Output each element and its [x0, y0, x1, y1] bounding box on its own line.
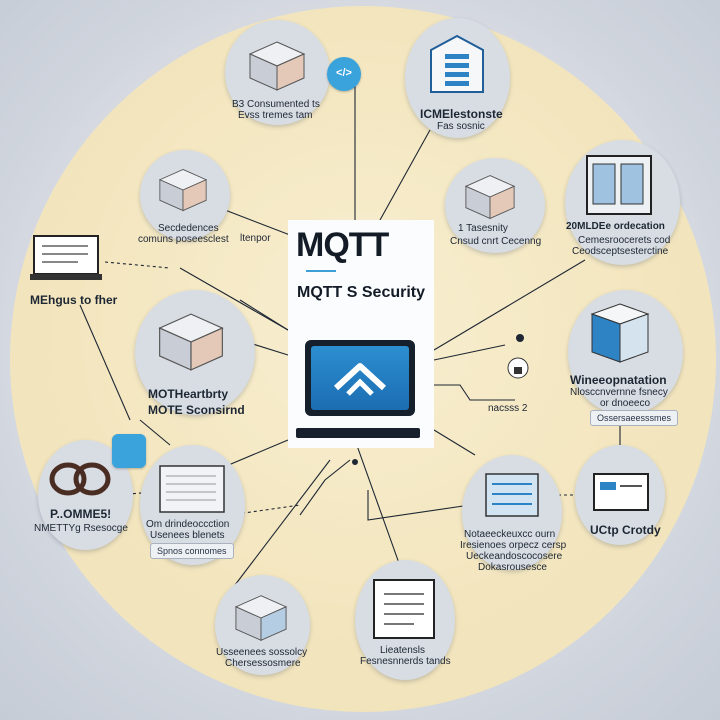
right-upper-caption-2: Cnsud cnrt Cecenng	[450, 236, 542, 247]
link-right-mid	[434, 384, 515, 401]
top-left-caption-1: B3 Consumented ts	[232, 99, 320, 110]
link-lower-right	[433, 429, 476, 456]
computer-screen-icon	[593, 473, 649, 511]
connector-label: nacsss 2	[488, 403, 528, 414]
bottom-left-caption-1: Usseenees sossolcy	[216, 647, 308, 658]
right-mid-caption-1: Wineeopnatation	[570, 373, 667, 387]
lower-left-tag: Spnos connomes	[150, 543, 234, 559]
link-bottom-left	[234, 459, 331, 586]
link-left-laptop-b	[179, 267, 289, 331]
left-bottom-caption-1: P..OMME5!	[50, 507, 112, 521]
house-logo-icon	[333, 363, 387, 396]
link-bottom-center	[354, 439, 406, 581]
chain-links-icon	[49, 462, 111, 496]
server-cube-icon	[248, 41, 306, 91]
right-bottom-caption: UCtp Crotdy	[590, 523, 661, 537]
link-left-laptop	[104, 261, 171, 269]
lower-right-caption-1: Notaeeckeuxcc ourn	[464, 529, 556, 540]
right-upper-caption-1: 1 Tasesnity	[458, 223, 508, 234]
server-cube-icon	[464, 175, 516, 220]
left-upper-caption-1: Secdedences	[158, 223, 219, 234]
right-mid-caption-3: or dnoeeco	[600, 398, 651, 409]
center-dot	[352, 459, 358, 465]
title-accent-line	[306, 270, 336, 272]
bottom-center-caption-1: Lieatensls	[380, 645, 426, 656]
left-bottom-caption-2: NMETTYg Rsesocge	[34, 523, 128, 534]
laptop-screen	[311, 346, 409, 410]
right-mid-caption-2: Nlosccnvernne fsnecy	[570, 387, 668, 398]
server-stack-icon	[158, 313, 224, 371]
code-badge-glyph: </>	[336, 67, 352, 79]
laptop-base	[296, 428, 420, 438]
link-top-right	[379, 129, 431, 221]
left-laptop-caption: MEhgus to fher	[30, 293, 118, 307]
lower-right-caption-4: Dokasrousesce	[478, 562, 547, 573]
left-mid-caption-1: MOTHeartbrty	[148, 387, 229, 401]
far-right-top-caption-3: Ceodsceptsesterctine	[572, 246, 669, 257]
lock-dot-1	[516, 334, 524, 342]
code-badge-icon	[327, 57, 361, 91]
link-right-lock	[433, 344, 506, 361]
center-subtitle: MQTT S Security	[296, 284, 426, 301]
far-right-top-caption-2: Cemesroocerets cod	[578, 235, 671, 246]
database-server-icon	[590, 303, 650, 363]
lower-right-caption-2: Iresienoes orpecz cersp	[460, 540, 567, 551]
document-icon	[373, 579, 435, 639]
link-far-right	[433, 259, 586, 351]
top-right-caption-1: ICMElestonste	[420, 107, 503, 121]
link-left-down	[79, 304, 131, 421]
left-upper-tag: ltenpor	[240, 233, 271, 244]
link-bottom-b	[367, 490, 471, 521]
monitor-icon	[30, 235, 102, 280]
server-block-icon	[234, 595, 288, 642]
panel-box-icon	[159, 465, 225, 513]
lock-icon	[507, 357, 529, 379]
left-upper-caption-2: comuns poseesclest	[138, 234, 229, 245]
link-left-upper	[224, 209, 291, 236]
link-bottom-a	[299, 459, 351, 516]
lower-left-caption-1: Om drindeoccction	[146, 519, 230, 530]
link-left-down-b	[139, 419, 171, 446]
lower-left-caption-2: Usenees blenets	[150, 530, 225, 541]
bottom-left-caption-2: Chersessosmere	[225, 658, 301, 669]
right-mid-tag: Ossersaeesssmes	[590, 410, 679, 426]
top-left-caption-2: Evss tremes tam	[238, 110, 313, 121]
building-icon	[430, 34, 484, 93]
server-cube-icon	[158, 168, 208, 212]
lower-right-caption-3: Ueckeandoscocosere	[466, 551, 563, 562]
cabinet-icon	[586, 155, 652, 215]
flag-badge-icon	[112, 434, 146, 468]
left-mid-caption-2: MOTE Sconsirnd	[148, 403, 245, 417]
top-right-caption-2: Fas sosnic	[437, 121, 485, 132]
center-title: MQTT	[296, 226, 389, 264]
bottom-center-caption-2: Fesnesnnerds tands	[360, 656, 451, 667]
far-right-top-caption-1: 20MLDEe ordecation	[566, 221, 665, 232]
server-rack-icon	[485, 473, 539, 517]
